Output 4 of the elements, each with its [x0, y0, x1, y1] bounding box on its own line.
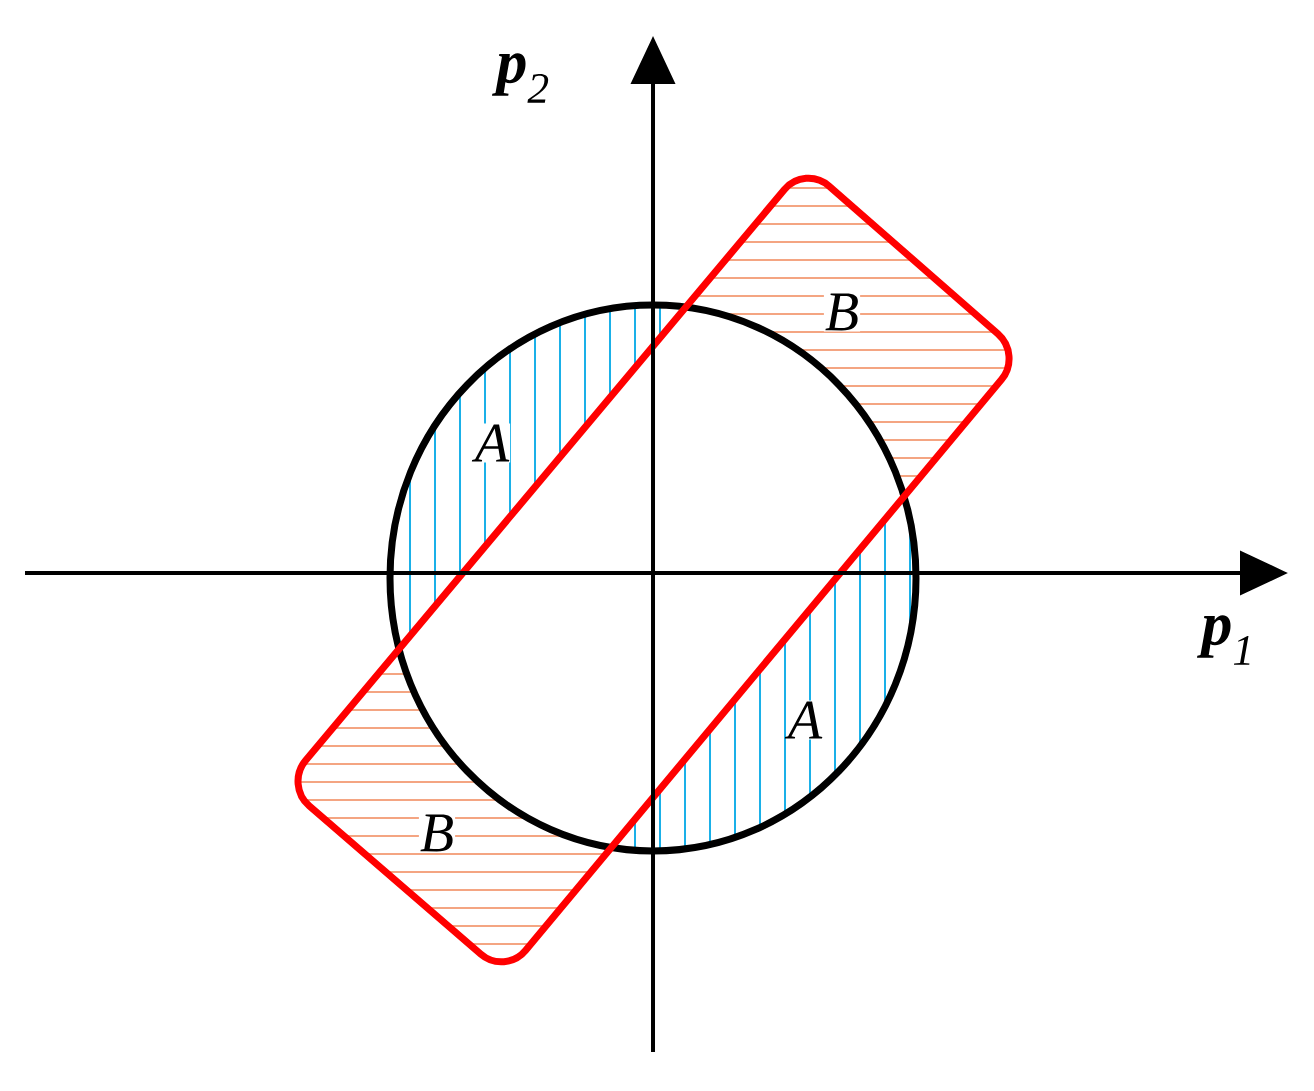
region-label: B: [418, 813, 456, 853]
axis-label: p$_{1}$: [1197, 614, 1256, 666]
axis-label: p$_{2}$: [492, 52, 551, 104]
region-label: B: [823, 292, 861, 332]
